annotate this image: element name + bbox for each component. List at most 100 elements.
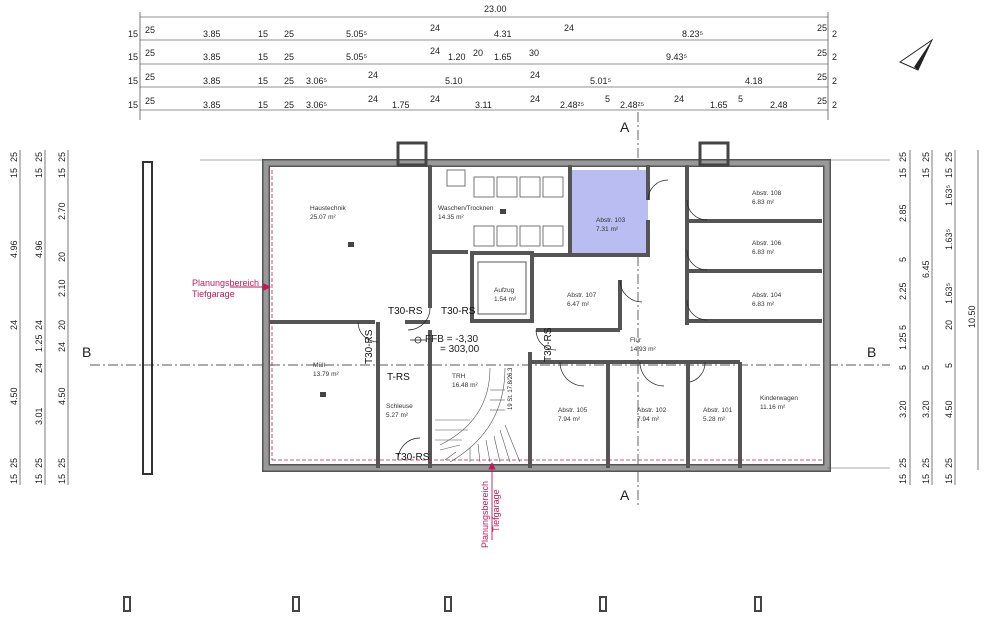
dim-label: 1.65 [494, 52, 512, 62]
outlet-icon [500, 209, 506, 214]
dim-label: 3.11 [475, 100, 492, 110]
dim-total-depth: 10.50 [967, 305, 977, 328]
dim-label: 15 [128, 76, 138, 86]
dim-label: 24 [674, 94, 684, 104]
dim-label: 3.06⁵ [306, 100, 328, 110]
dim-label: 24 [430, 94, 440, 104]
dim-label: 24 [34, 363, 44, 373]
door-label-t30rs: T30-RS [364, 329, 375, 364]
room-name: Müll [313, 362, 325, 369]
dim-label: 5 [898, 325, 908, 330]
dim-label: 2.25 [898, 282, 908, 300]
right-dim-col-3: 25 15 1.63⁵ 1.63⁵ 1.63⁵ 20 5 4.50 25 15 [944, 152, 954, 484]
room-abstr103: Abstr. 103 7.31 m² [596, 217, 626, 233]
planning-arrows [230, 283, 496, 540]
dim-label: 25 [145, 96, 155, 106]
dim-label: 25 [284, 76, 294, 86]
dim-label: 25 [57, 152, 67, 162]
dim-label: 25 [944, 152, 954, 162]
room-name: Abstr. 105 [558, 407, 588, 414]
dim-label: 20 [57, 320, 67, 330]
dim-label: 25 [34, 152, 44, 162]
room-trh: TRH 16.48 m² [452, 373, 478, 389]
dim-label: 25 [9, 152, 19, 162]
room-abstr104: Abstr. 104 6.83 m² [752, 292, 782, 308]
dim-label: 24 [34, 320, 44, 330]
room-abstr105: Abstr. 105 7.94 m² [558, 407, 588, 423]
room-area: 11.16 m² [760, 404, 786, 411]
room-haustechnik: Haustechnik 25.07 m² [310, 205, 354, 247]
room-abstr107: Abstr. 107 6.47 m² [567, 292, 597, 308]
room-name: Abstr. 108 [752, 190, 782, 197]
room-area: 7.94 m² [637, 416, 660, 423]
dim-label: 15 [258, 76, 268, 86]
outlet-icon [320, 392, 326, 397]
left-dimension-chains [19, 150, 69, 485]
stair-annotation: 19 St. 17.8/26.3 [508, 367, 514, 410]
dim-label: 4.50 [944, 400, 954, 418]
room-name: Kinderwagen [760, 395, 798, 402]
planning-boundary [271, 170, 822, 461]
room-abstr108: Abstr. 108 6.83 m² [752, 190, 782, 206]
room-aufzug: Aufzug 1.54 m² [477, 261, 527, 315]
dim-label: 25 [898, 152, 908, 162]
dim-label: 3.85 [203, 100, 221, 110]
dim-label: 15 [9, 168, 19, 178]
bottom-piers [123, 596, 762, 612]
dim-label: 25 [284, 52, 294, 62]
dim-label: 15 [898, 168, 908, 178]
dim-label: 25 [898, 458, 908, 468]
dim-label: 25 [817, 48, 827, 58]
dim-label: 5.05⁵ [346, 29, 368, 39]
dim-label: 15 [258, 29, 268, 39]
dim-label: 5 [738, 94, 743, 104]
exterior-lines [200, 159, 890, 469]
dim-row-2: 15 25 3.85 15 25 5.05⁵ 24 1.20 20 1.65 3… [128, 46, 837, 62]
building-outline [262, 141, 831, 472]
dim-label: 15 [921, 474, 931, 484]
room-area: 6.83 m² [752, 199, 775, 206]
room-name: Abstr. 104 [752, 292, 782, 299]
room-area: 13.79 m² [313, 371, 339, 378]
left-dim-col-3: 25 15 2.70 20 2.10 20 24 4.50 25 15 [57, 152, 67, 484]
dim-label: 25 [284, 100, 294, 110]
room-name: Abstr. 106 [752, 240, 782, 247]
section-a-top-label: A [620, 119, 630, 135]
dim-label: 2.48²⁵ [620, 100, 645, 110]
dim-label: 20 [57, 252, 67, 262]
washing-machines [446, 169, 564, 247]
right-dim-col-2: 25 15 6.45 5 3.20 25 15 [921, 152, 931, 484]
dim-label: 15 [9, 474, 19, 484]
dim-label: 2 [832, 76, 837, 86]
section-b-right-label: B [867, 344, 876, 360]
dim-label: 3.06⁵ [306, 76, 328, 86]
dim-label: 15 [34, 168, 44, 178]
room-abstr102: Abstr. 102 7.94 m² [637, 407, 667, 423]
door-swings [357, 179, 708, 461]
dim-label: 1.63⁵ [944, 184, 954, 206]
level-marker [410, 336, 426, 344]
dim-label: 25 [817, 72, 827, 82]
dim-label: 4.50 [57, 387, 67, 405]
dim-label: 2 [832, 52, 837, 62]
dim-label: 15 [57, 474, 67, 484]
room-area: 14.35 m² [438, 214, 464, 221]
dim-label: 4.31 [494, 29, 512, 39]
room-abstr106: Abstr. 106 6.83 m² [752, 240, 782, 256]
dim-label: 15 [944, 168, 954, 178]
dim-label: 15 [258, 100, 268, 110]
door-label-t30rs: T30-RS [388, 306, 423, 317]
dim-label: 25 [284, 29, 294, 39]
dim-label: 20 [473, 48, 483, 58]
dim-label: 25 [145, 25, 155, 35]
room-area: 5.28 m² [703, 416, 726, 423]
dim-row-1: 15 25 3.85 15 25 5.05⁵ 24 4.31 24 8.23⁵ … [128, 23, 837, 39]
right-dim-col-1: 25 15 2.85 5 2.25 5 1.25 5 3.20 25 15 [898, 152, 908, 484]
dim-label: 24 [530, 94, 540, 104]
dim-label: 2.48 [770, 100, 788, 110]
dim-label: 24 [368, 94, 378, 104]
room-name: Flur [630, 337, 642, 344]
room-name: Abstr. 102 [637, 407, 667, 414]
room-area: 7.31 m² [596, 226, 619, 233]
